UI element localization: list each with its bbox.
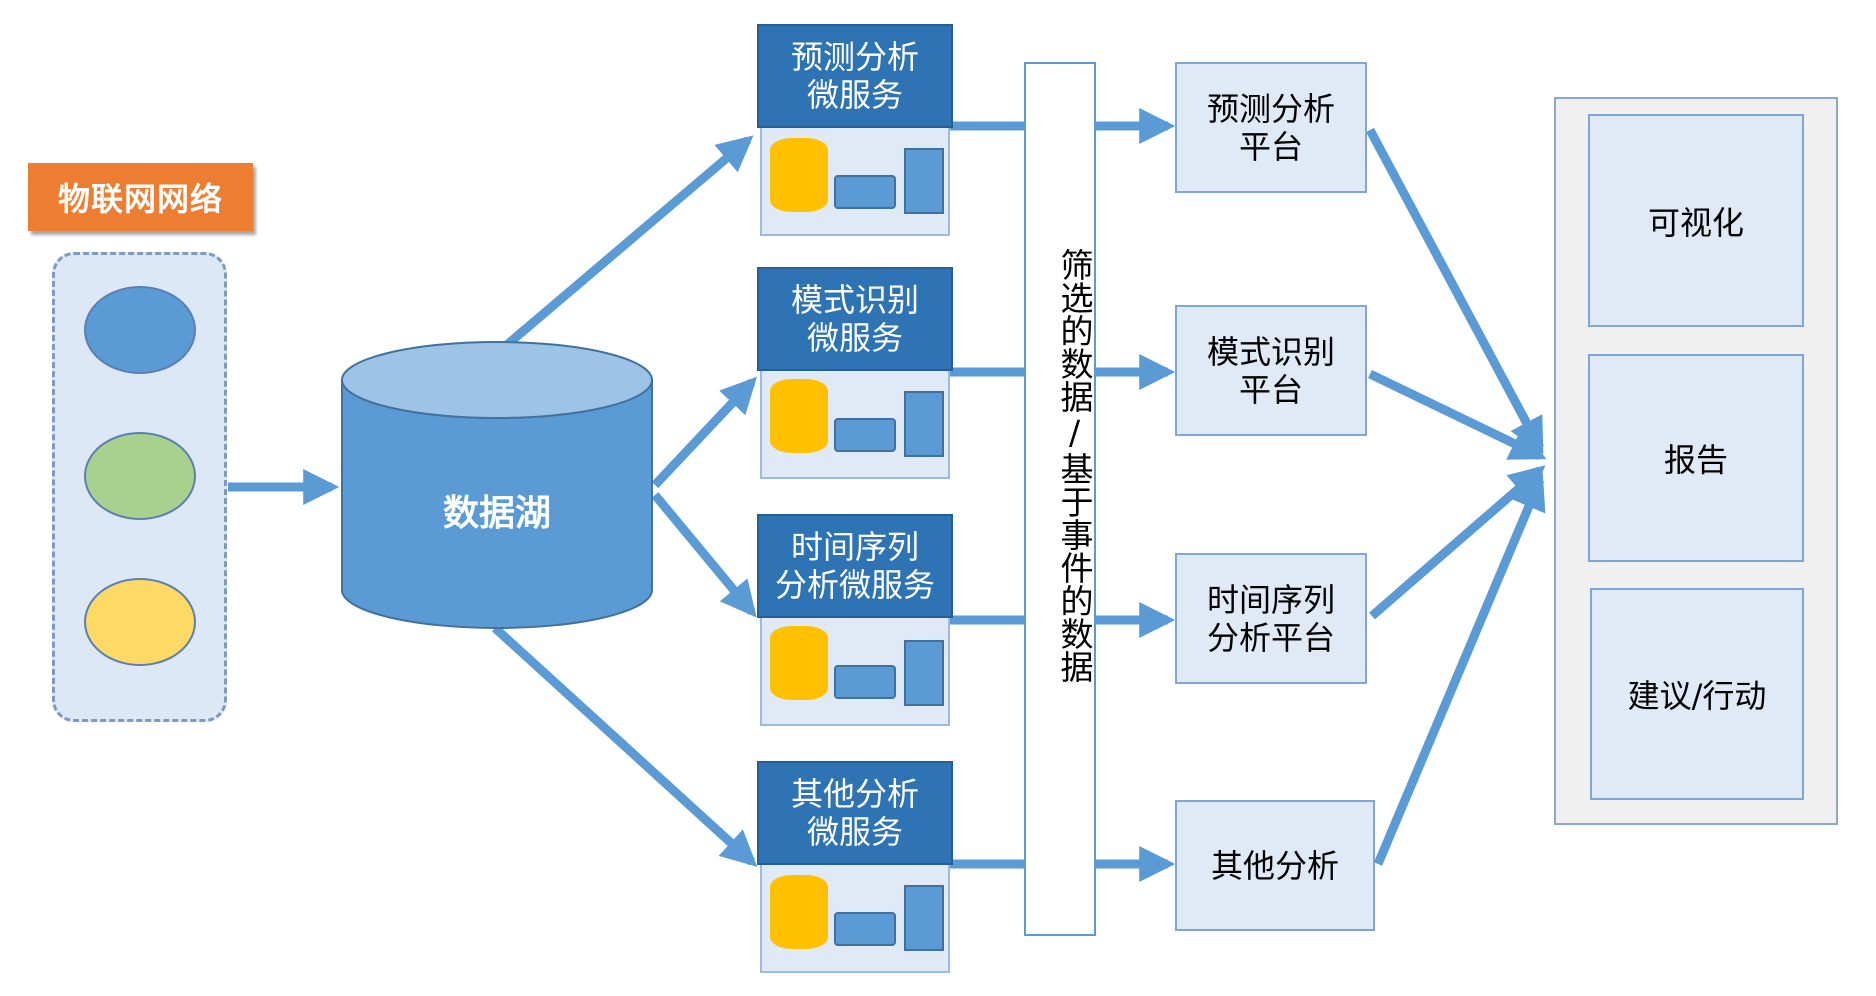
module-icon — [834, 912, 896, 946]
output-report: 报告 — [1588, 354, 1804, 562]
arrow-lake-to-service-4 — [491, 624, 758, 867]
server-icon — [904, 640, 944, 706]
platform-prediction: 预测分析 平台 — [1175, 62, 1367, 193]
device-node-2 — [84, 432, 196, 520]
arrow-platform-2-to-output — [1368, 369, 1547, 461]
device-node-1 — [84, 286, 196, 374]
output-visualization: 可视化 — [1588, 114, 1804, 327]
arrow-platform-3-to-output — [1369, 465, 1546, 620]
server-icon — [904, 391, 944, 457]
device-node-3 — [84, 578, 196, 666]
filtered-data-band: 筛选的数据/基于事件的数据 — [1024, 62, 1096, 936]
platform-pattern: 模式识别 平台 — [1175, 305, 1367, 436]
arrow-lake-to-service-2 — [651, 376, 757, 489]
arrow-platform-4-to-output — [1373, 473, 1546, 866]
platform-timeseries: 时间序列 分析平台 — [1175, 553, 1367, 684]
service-header-timeseries: 时间序列 分析微服务 — [757, 514, 953, 618]
filtered-data-label: 筛选的数据/基于事件的数据 — [1055, 248, 1094, 683]
service-header-pattern: 模式识别 微服务 — [757, 267, 953, 371]
output-recommendation-action: 建议/行动 — [1590, 588, 1804, 800]
module-icon — [834, 175, 896, 209]
service-header-prediction: 预测分析 微服务 — [757, 24, 953, 128]
platform-other: 其他分析 — [1175, 800, 1375, 931]
service-body-pattern — [760, 371, 950, 479]
service-body-timeseries — [760, 618, 950, 726]
server-icon — [904, 885, 944, 951]
data-lake-cylinder — [341, 341, 653, 629]
arrow-lake-to-service-3 — [651, 492, 757, 618]
database-icon — [770, 138, 828, 212]
database-icon — [770, 379, 828, 453]
arrow-platform-1-to-output — [1366, 127, 1544, 455]
service-header-other: 其他分析 微服务 — [757, 761, 953, 865]
module-icon — [834, 665, 896, 699]
service-body-prediction — [760, 128, 950, 236]
arrow-lake-to-service-1 — [492, 135, 754, 359]
service-body-other — [760, 865, 950, 973]
database-icon — [770, 626, 828, 700]
module-icon — [834, 418, 896, 452]
data-lake-label: 数据湖 — [442, 493, 551, 534]
database-icon — [770, 875, 828, 949]
server-icon — [904, 148, 944, 214]
iot-network-title: 物联网网络 — [28, 163, 253, 231]
